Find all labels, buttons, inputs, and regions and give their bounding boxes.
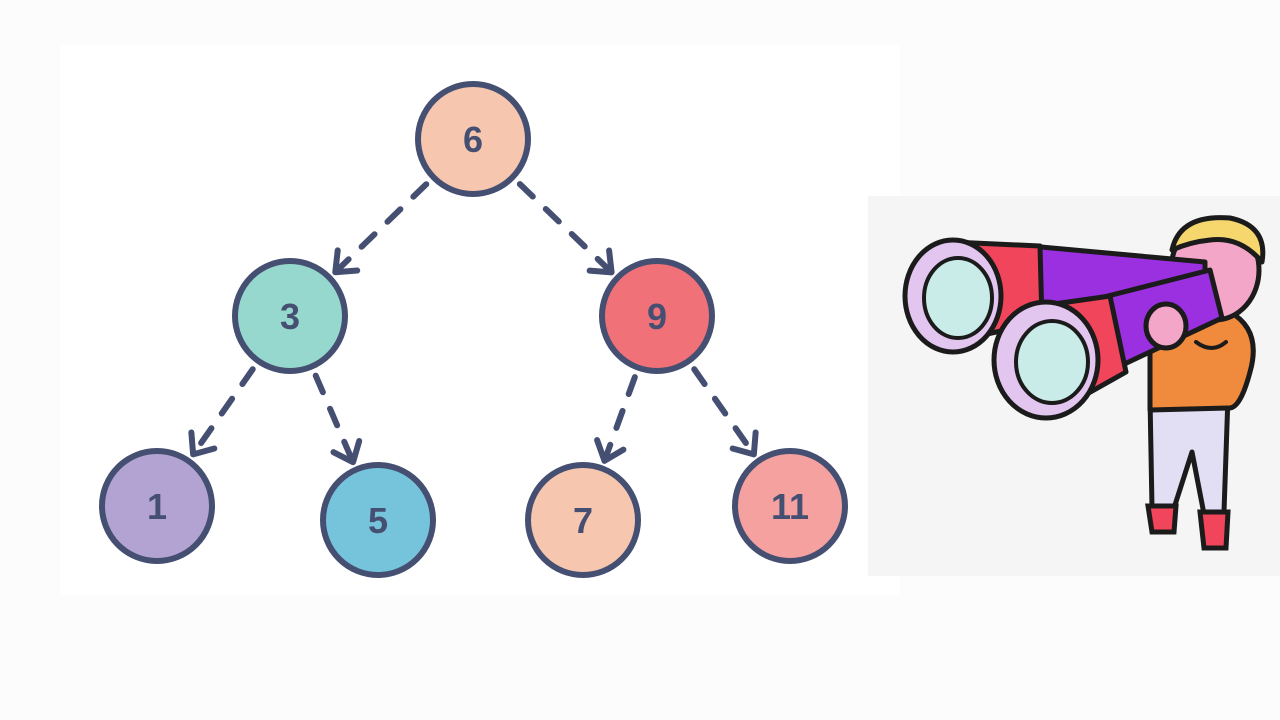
tree-edges <box>188 181 759 466</box>
boy-mouth <box>1194 340 1228 350</box>
boy-shoe-left <box>1145 503 1179 535</box>
tree-node-circle <box>599 258 715 374</box>
tree-node-label: 5 <box>368 500 388 541</box>
tree-edge-line <box>516 181 615 276</box>
tree-edge <box>332 181 430 276</box>
tree-edge-line <box>190 366 256 458</box>
arrowhead-icon <box>332 247 361 276</box>
lens-glass-front <box>1014 319 1090 405</box>
tree-node: 5 <box>320 462 436 578</box>
boy-legs <box>1145 393 1231 551</box>
tree-node-label: 11 <box>771 486 809 527</box>
arrowhead-icon <box>594 437 627 464</box>
tree-node-label: 9 <box>647 296 667 337</box>
tree-edge <box>188 366 256 458</box>
tree-node-circle <box>99 448 215 564</box>
tree-edge-line <box>601 374 638 464</box>
tree-node-circle <box>232 258 348 374</box>
tree-edge <box>516 181 615 276</box>
tree-node: 1 <box>99 448 215 564</box>
tree-node-label: 7 <box>573 500 593 541</box>
boy-hair <box>1169 215 1266 265</box>
boy-hand <box>1143 301 1189 351</box>
binocular-front <box>991 267 1225 421</box>
tree-node: 7 <box>525 462 641 578</box>
tree-node-circle <box>525 462 641 578</box>
tree-node-circle <box>320 462 436 578</box>
arrowhead-icon <box>729 429 759 458</box>
binoculars-boy-icon <box>902 215 1266 551</box>
tree-edge-line <box>332 181 430 276</box>
tree-node: 6 <box>415 81 531 197</box>
tree-node-label: 6 <box>463 119 483 160</box>
tree-node: 3 <box>232 258 348 374</box>
lens-glass-back <box>922 256 994 340</box>
tree-node-label: 1 <box>147 486 167 527</box>
tree-node-circle <box>732 448 848 564</box>
tree-edge <box>312 372 363 466</box>
tree-edge-line <box>312 372 357 466</box>
arrowhead-icon <box>188 429 218 458</box>
tree-node-label: 3 <box>280 296 300 337</box>
tree-edge-line <box>691 366 757 458</box>
tree-edge <box>594 374 638 464</box>
boy-shoe-right <box>1197 509 1231 551</box>
tree-node-circle <box>415 81 531 197</box>
arrowhead-icon <box>330 438 363 466</box>
tree-edge <box>691 366 759 458</box>
tree-node: 11 <box>732 448 848 564</box>
arrowhead-icon <box>586 247 615 276</box>
tree-node: 9 <box>599 258 715 374</box>
